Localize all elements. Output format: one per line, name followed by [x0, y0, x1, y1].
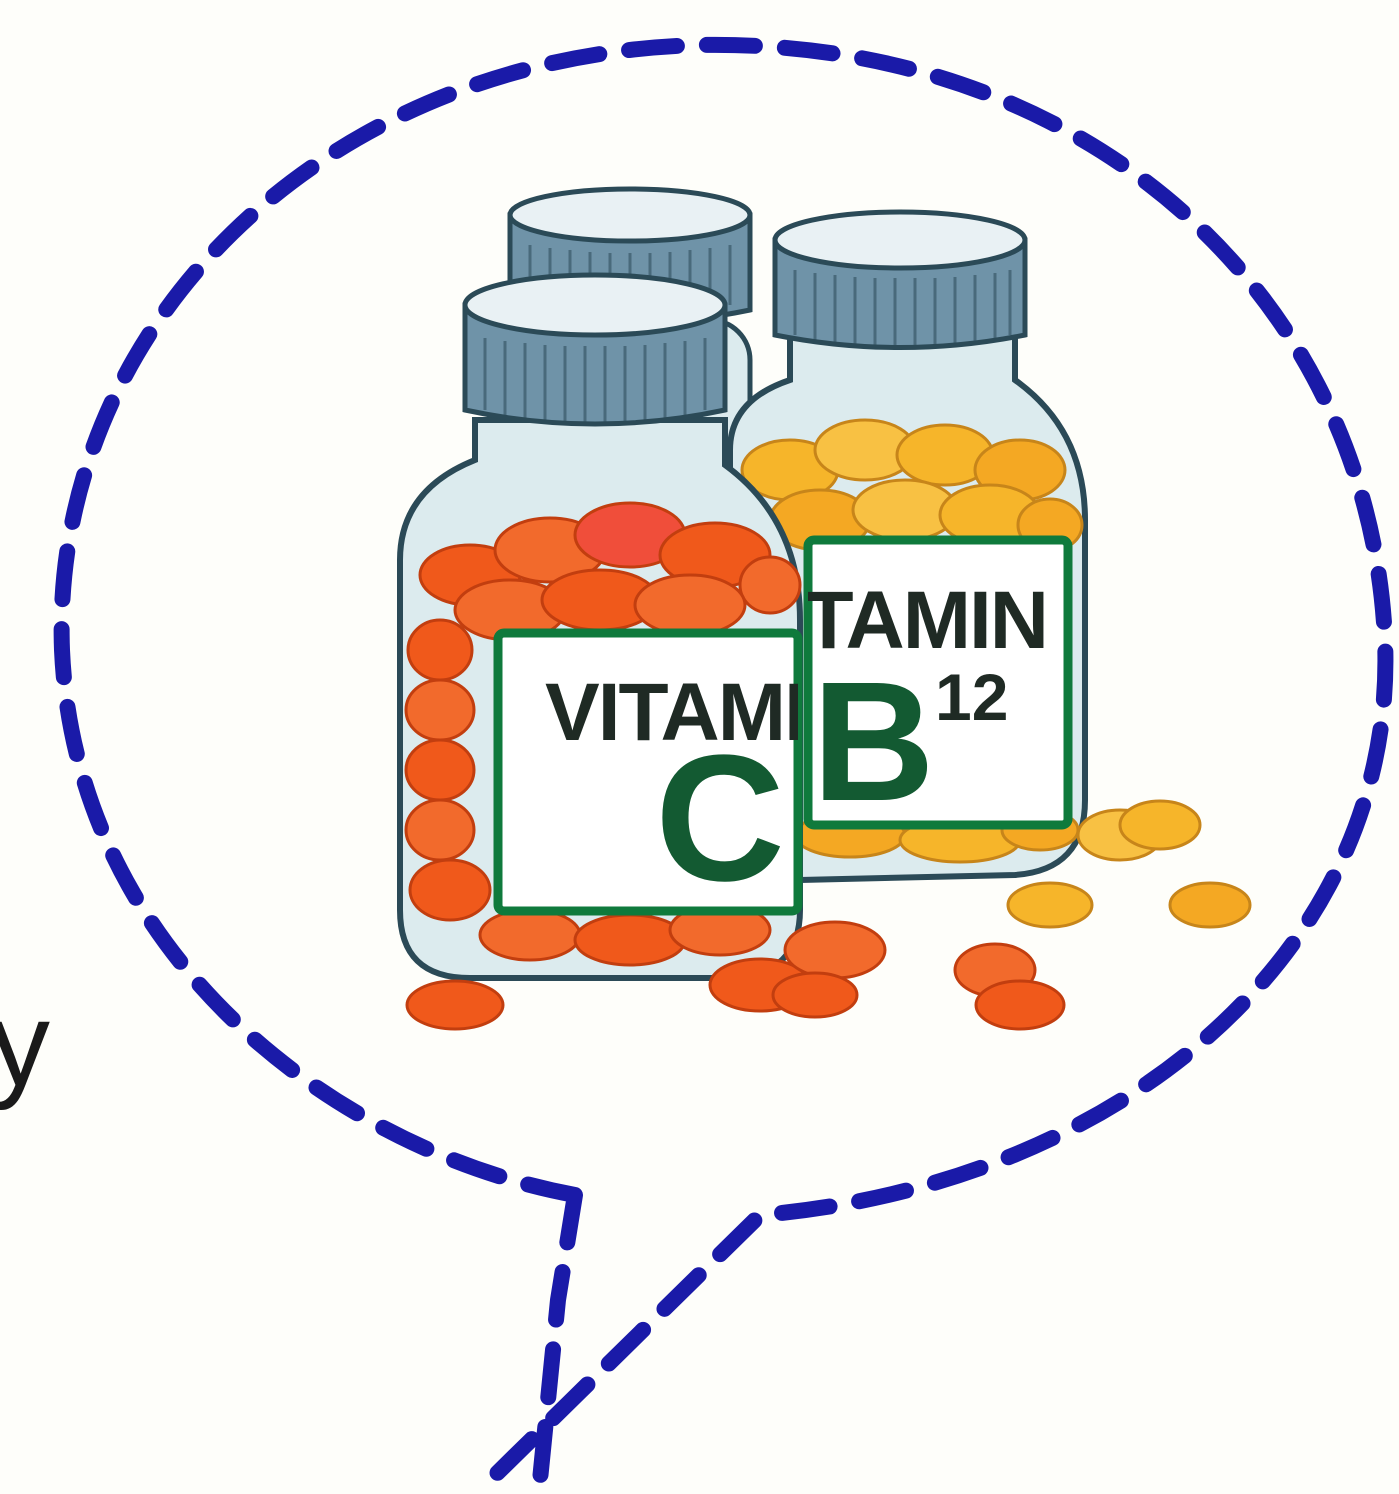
loose-pill: [771, 971, 859, 1019]
loose-pill: [1006, 881, 1094, 929]
vitamin-c-bottle: VITAMIN C: [397, 272, 862, 981]
loose-pill: [405, 979, 505, 1031]
vitamin-b12-letter: B: [812, 647, 935, 837]
vitamin-b12-bottle: VITAMIN B 12: [727, 209, 1088, 884]
loose-pill: [1168, 881, 1252, 929]
scattered-pills: [405, 799, 1252, 1031]
vitamin-c-pills: [404, 501, 802, 967]
loose-pill: [974, 979, 1066, 1031]
vitamin-b12-superscript: 12: [935, 660, 1008, 734]
vitamin-c-letter: C: [655, 718, 785, 919]
edge-fragment-lower: y: [0, 977, 50, 1111]
vitamin-c-cap: [462, 272, 728, 427]
thought-bubble-outline: [53, 36, 1394, 1494]
vitamin-b12-label: [803, 535, 1073, 830]
vitamin-b12-label-text: VITAMIN: [730, 575, 1047, 666]
loose-pill: [1118, 799, 1202, 851]
vitamin-c-label-text: VITAMIN: [545, 667, 862, 758]
edge-fragment-upper: l: [0, 426, 6, 549]
vitamin-c-label: [493, 628, 803, 916]
vitamin-b12-cap: [772, 209, 1028, 350]
loose-pill: [783, 920, 887, 980]
